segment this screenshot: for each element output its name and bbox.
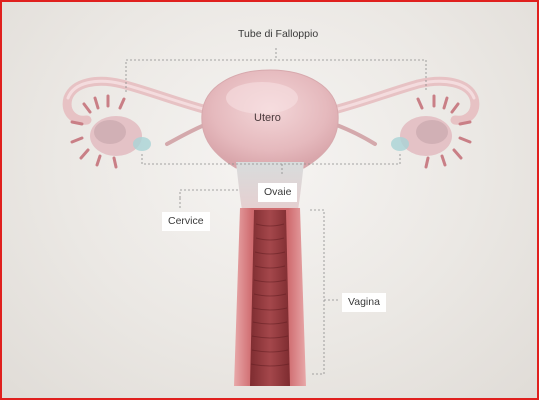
left-ovary — [72, 96, 151, 167]
label-uterus: Utero — [254, 112, 281, 125]
label-vagina: Vagina — [342, 293, 386, 312]
label-cervix: Cervice — [162, 212, 210, 231]
label-ovaries: Ovaie — [258, 183, 297, 202]
vagina — [234, 208, 306, 386]
label-fallopian-tubes: Tube di Falloppio — [238, 28, 318, 41]
right-ovary — [391, 96, 470, 167]
